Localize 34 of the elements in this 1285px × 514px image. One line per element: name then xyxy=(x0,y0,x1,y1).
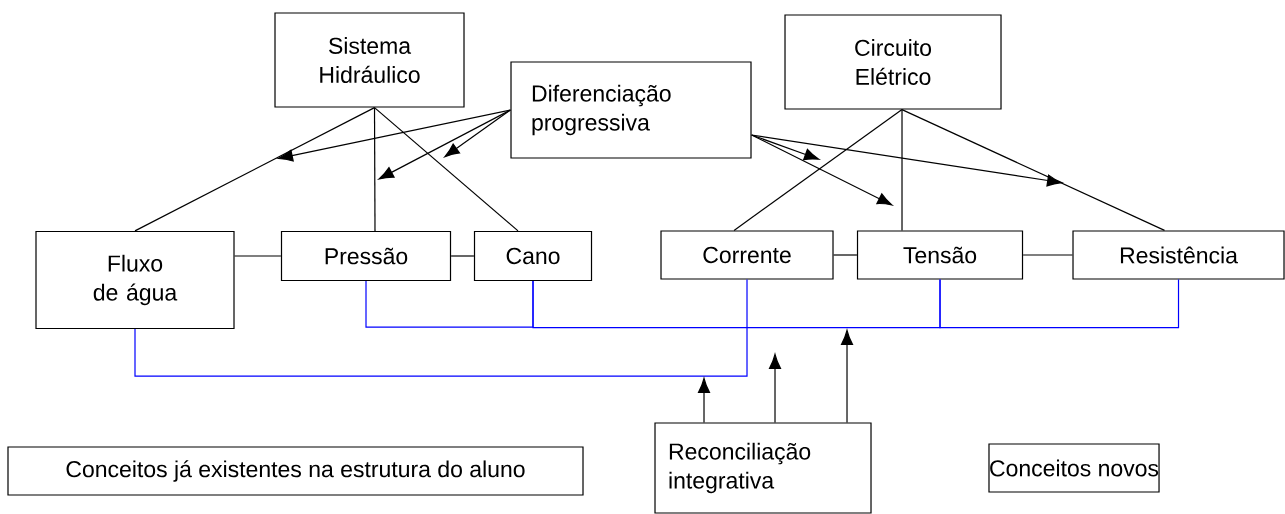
connector-line xyxy=(901,109,1166,231)
connector-line xyxy=(901,109,903,231)
concept-box: Pressão xyxy=(280,230,452,282)
arrow xyxy=(378,109,511,180)
concept-box: Circuito Elétrico xyxy=(784,14,1002,110)
arrow xyxy=(697,377,711,423)
concept-box: Tensão xyxy=(856,230,1024,280)
connector-line xyxy=(833,254,858,256)
arrow xyxy=(751,134,1063,187)
key-box: Conceitos novos xyxy=(988,443,1160,493)
key-box: Conceitos já existentes na estrutura do aluno xyxy=(7,446,584,496)
connector-line xyxy=(365,280,534,328)
connector-line xyxy=(939,279,1180,329)
concept-box: Fluxo de água xyxy=(35,230,235,330)
arrow xyxy=(751,134,893,206)
connector-line xyxy=(134,107,376,232)
connector-line xyxy=(532,279,941,329)
connector-line xyxy=(373,107,376,232)
connector-line xyxy=(373,107,519,232)
concept-box: Cano xyxy=(473,230,593,282)
concept-box: Sistema Hidráulico xyxy=(274,12,465,108)
arrow xyxy=(840,329,854,423)
process-box: Reconciliação integrativa xyxy=(654,422,872,514)
connector-line xyxy=(1022,254,1073,256)
connector-line xyxy=(733,109,903,231)
concept-box: Corrente xyxy=(660,230,834,280)
concept-box: Resistência xyxy=(1072,230,1285,280)
connector-line xyxy=(234,255,282,257)
arrow xyxy=(277,109,511,162)
arrow xyxy=(444,109,511,158)
connector-line xyxy=(450,255,475,257)
arrow xyxy=(768,353,782,423)
connector-line xyxy=(134,279,748,377)
process-box: Diferenciação progressiva xyxy=(510,61,752,159)
